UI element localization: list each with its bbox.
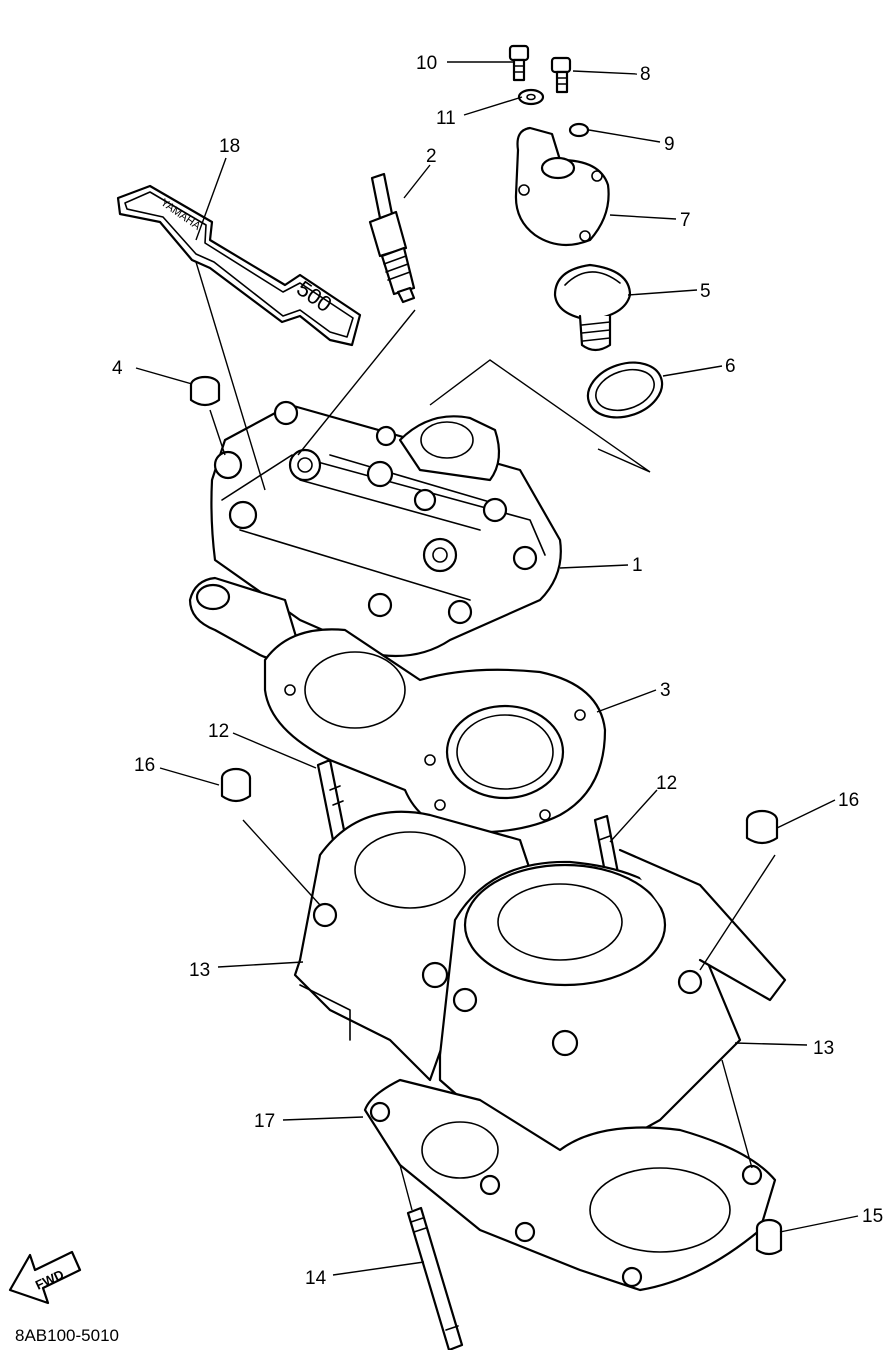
leader-lines	[135, 61, 859, 1276]
callout-1: 1	[632, 555, 643, 576]
callout-11: 11	[436, 108, 456, 129]
bolt-10	[508, 44, 530, 82]
base-gasket	[363, 1078, 777, 1292]
callout-8: 8	[640, 64, 651, 85]
callout-4: 4	[112, 358, 123, 379]
callout-5: 5	[700, 281, 711, 302]
callout-13-left: 13	[189, 960, 210, 981]
callout-17: 17	[254, 1111, 275, 1132]
callout-18: 18	[219, 136, 240, 157]
thermostat-cover	[514, 126, 610, 247]
emblem-plate: YAMAHA 500	[116, 184, 362, 347]
washer-9	[568, 122, 590, 138]
cylinder-right	[438, 848, 787, 1172]
spark-plug	[368, 172, 416, 304]
cylinder-left	[293, 810, 542, 1082]
callout-3: 3	[660, 680, 671, 701]
cylinder-head	[188, 400, 562, 661]
callout-13-right: 13	[813, 1038, 834, 1059]
diagram-reference-code: 8AB100-5010	[15, 1326, 119, 1345]
plug-cap-4	[189, 375, 221, 407]
callout-15: 15	[862, 1206, 883, 1227]
callout-10: 10	[416, 53, 437, 74]
nut-right	[745, 809, 779, 845]
thermostat	[553, 263, 632, 352]
o-ring	[586, 361, 664, 419]
callout-6: 6	[725, 356, 736, 377]
washer-11	[517, 88, 545, 106]
callout-7: 7	[680, 210, 691, 231]
head-gasket	[263, 628, 607, 834]
callout-labels: 10 8 11 9 18 2 7 5 6 4 1 3 12 16 12 16 1…	[112, 53, 883, 1289]
dowel-pin-15	[755, 1218, 783, 1256]
callout-14: 14	[305, 1268, 327, 1289]
forward-direction-arrow: FWD	[8, 1250, 82, 1305]
stud-bolt-14	[406, 1206, 464, 1350]
callout-12-right: 12	[656, 773, 677, 794]
callout-16-right: 16	[838, 790, 859, 811]
nut-left	[220, 767, 252, 803]
callout-12-left: 12	[208, 721, 229, 742]
callout-2: 2	[426, 146, 437, 167]
callout-9: 9	[664, 134, 675, 155]
bolt-8	[550, 56, 572, 94]
callout-16-left: 16	[134, 755, 155, 776]
